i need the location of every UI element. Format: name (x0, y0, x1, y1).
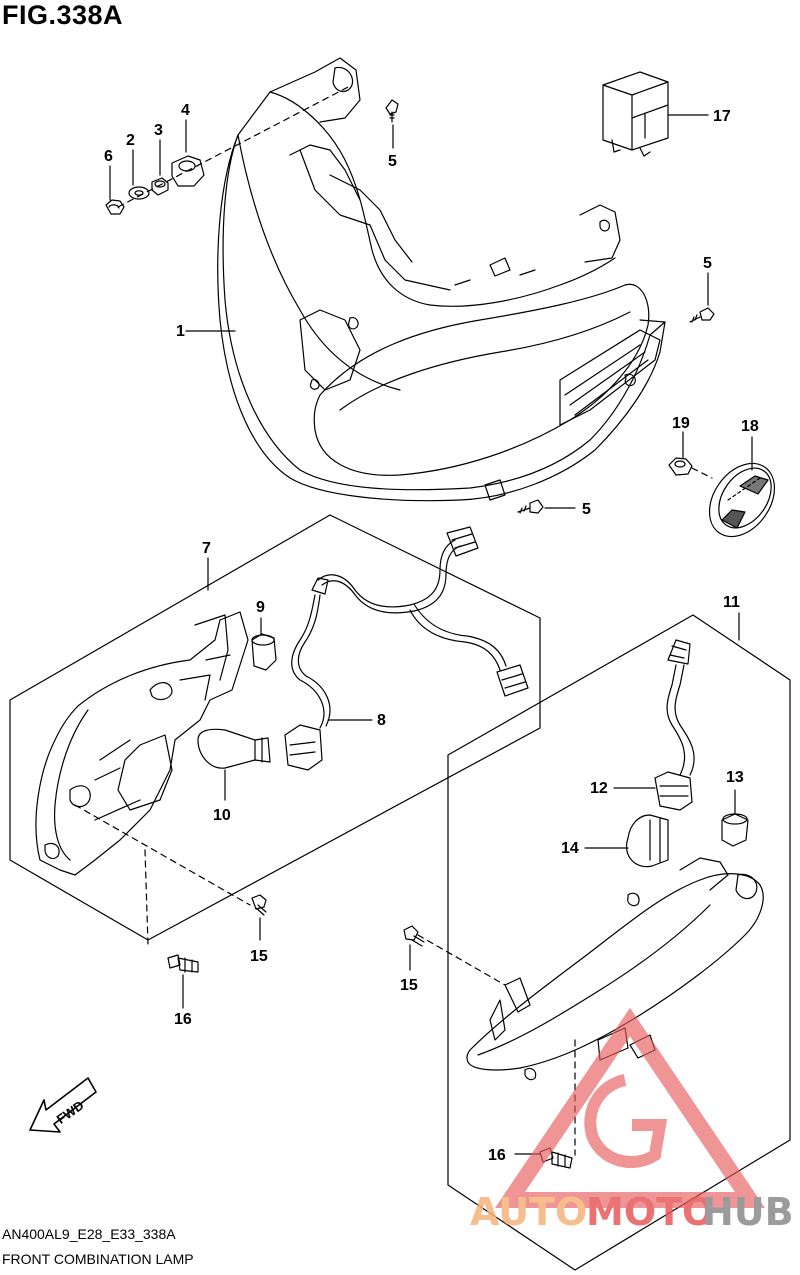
watermark-logo: AUTO MOTO HUB (470, 1007, 794, 1234)
callout-6: 6 (104, 148, 113, 165)
callout-5-bottom: 5 (582, 501, 591, 518)
watermark-moto: MOTO (586, 1190, 714, 1234)
fastener-stack (105, 155, 205, 215)
screw-15-right (403, 925, 425, 947)
callout-16-right: 16 (488, 1147, 506, 1164)
callout-16-left: 16 (174, 1011, 192, 1028)
callout-labels: 1 2 3 4 5 5 5 6 7 8 9 10 11 12 13 14 15 … (104, 102, 759, 1164)
screw-5-bottom (517, 499, 544, 514)
right-signal-group-box (447, 614, 791, 1271)
figure-name: FRONT COMBINATION LAMP (2, 1251, 194, 1267)
part-3-collar (151, 177, 169, 196)
callout-3: 3 (154, 122, 163, 139)
callout-14: 14 (561, 840, 579, 857)
screw-5-top (385, 99, 399, 123)
part-2-washer (128, 186, 150, 200)
callout-11: 11 (723, 594, 740, 611)
part-13-grommet (721, 813, 749, 847)
part-9-grommet (251, 633, 277, 671)
part-4-grommet (171, 155, 205, 187)
callout-15-left: 15 (250, 948, 268, 965)
callout-12: 12 (590, 780, 608, 797)
watermark-hub: HUB (702, 1190, 794, 1234)
callout-1: 1 (176, 323, 185, 340)
figure-code: AN400AL9_E28_E33_338A (2, 1226, 176, 1242)
left-turn-signal-lens (35, 611, 249, 876)
fwd-arrow-icon (29, 1077, 97, 1133)
part-12-socket (654, 771, 693, 811)
figure-title: FIG.338A (2, 0, 124, 30)
part-10-bulb (197, 728, 271, 769)
assembly-guide-lines (74, 84, 713, 1156)
callout-9: 9 (256, 599, 265, 616)
part-19-nut (668, 457, 693, 476)
callout-7: 7 (202, 540, 211, 557)
headlight-assembly (217, 57, 666, 502)
callout-15-right: 15 (400, 977, 418, 994)
part-14-bulb (626, 814, 669, 868)
callout-4: 4 (181, 102, 190, 119)
screw-5-right (689, 307, 715, 323)
callout-5-right: 5 (703, 255, 712, 272)
callout-2: 2 (126, 132, 135, 149)
callout-8: 8 (377, 712, 386, 729)
part-18-reflector (708, 462, 776, 538)
part-6-nut (105, 199, 125, 215)
callout-5-top: 5 (388, 153, 397, 170)
part-17-module (602, 71, 669, 157)
callout-10: 10 (213, 807, 231, 824)
callout-18: 18 (741, 418, 759, 435)
clip-16-left (167, 954, 199, 973)
right-harness (666, 639, 695, 776)
part-6-detail (108, 204, 120, 209)
left-signal-group-box (9, 514, 541, 941)
callout-13: 13 (726, 769, 744, 786)
callout-19: 19 (672, 415, 690, 432)
callout-17: 17 (713, 108, 731, 125)
screw-15-left (251, 894, 267, 916)
watermark-auto: AUTO (470, 1190, 587, 1234)
part-8-harness (284, 526, 529, 771)
leader-lines (109, 114, 753, 1155)
